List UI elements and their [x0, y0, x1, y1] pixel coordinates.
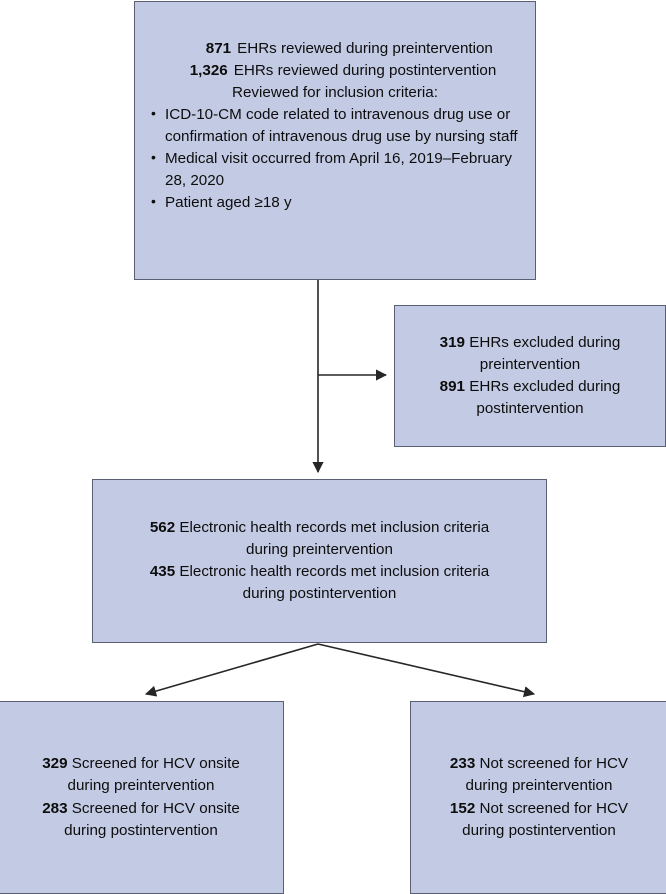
node-met-inclusion-criteria: 562 Electronic health records met inclus… — [92, 479, 547, 643]
excluded-text-2: EHRs excluded during — [469, 378, 621, 395]
included-line-0: 562 Electronic health records met inclus… — [93, 517, 546, 539]
included-text-0: Electronic health records met inclusion … — [179, 518, 490, 536]
notscreened-line-2: 152 Not screened for HCV — [411, 798, 666, 820]
screened-count-0: 329 — [42, 755, 68, 773]
review-text-0: EHRs reviewed during preintervention — [237, 40, 493, 57]
review-count-0: 871 — [205, 40, 232, 57]
excluded-line-1: preintervention — [479, 355, 581, 373]
review-subheading: Reviewed for inclusion criteria: — [232, 84, 438, 102]
notscreened-text-2: Not screened for HCV — [479, 799, 629, 817]
notscreened-line-0: 233 Not screened for HCV — [411, 753, 666, 775]
excluded-line-2: 891 EHRs excluded during — [395, 376, 665, 398]
review-text-1: EHRs reviewed during postintervention — [233, 62, 497, 80]
review-row-1: 1,326 EHRs reviewed during postintervent… — [135, 60, 535, 82]
excluded-line-3: postintervention — [476, 400, 584, 418]
excluded-text-0: EHRs excluded during — [469, 333, 621, 351]
review-count-1: 1,326 — [189, 62, 228, 80]
screened-line-0: 329 Screened for HCV onsite — [0, 753, 283, 775]
node-not-screened-for-hcv: 233 Not screened for HCV during preinter… — [410, 701, 666, 894]
node-ehrs-reviewed: 871 EHRs reviewed during preintervention… — [134, 1, 536, 280]
inclusion-criteria-list: ICD-10-CM code related to intravenous dr… — [135, 103, 535, 214]
excluded-line-0: 319 EHRs excluded during — [395, 332, 665, 354]
criteria-item-0: ICD-10-CM code related to intravenous dr… — [151, 103, 531, 148]
notscreened-line-3: during postintervention — [462, 821, 616, 839]
screened-line-3: during postintervention — [64, 821, 218, 839]
included-line-1: during preintervention — [246, 540, 393, 558]
included-line-3: during postintervention — [242, 585, 397, 603]
notscreened-text-0: Not screened for HCV — [479, 755, 629, 773]
node-screened-for-hcv-onsite: 329 Screened for HCV onsite during prein… — [0, 701, 284, 894]
notscreened-count-2: 152 — [449, 799, 476, 817]
included-text-2: Electronic health records met inclusion … — [179, 563, 490, 580]
connector-included-to-screened — [144, 643, 319, 697]
criteria-item-1: Medical visit occurred from April 16, 20… — [151, 147, 531, 192]
criteria-item-2: Patient aged ≥18 y — [151, 191, 531, 214]
screened-line-1: during preintervention — [67, 777, 215, 795]
review-row-0: 871 EHRs reviewed during preintervention — [135, 38, 535, 60]
node-ehrs-excluded: 319 EHRs excluded during preintervention… — [394, 305, 666, 447]
screened-line-2: 283 Screened for HCV onsite — [0, 798, 283, 820]
screened-text-2: Screened for HCV onsite — [71, 799, 240, 817]
screened-text-0: Screened for HCV onsite — [71, 755, 240, 773]
connector-included-to-notscreened — [317, 643, 536, 698]
notscreened-line-1: during preintervention — [465, 777, 613, 795]
notscreened-count-0: 233 — [449, 755, 476, 773]
excluded-count-2: 891 — [439, 378, 465, 395]
excluded-count-0: 319 — [439, 333, 465, 351]
screened-count-2: 283 — [42, 799, 68, 817]
included-count-2: 435 — [149, 563, 176, 580]
included-count-0: 562 — [149, 518, 176, 536]
included-line-2: 435 Electronic health records met inclus… — [93, 561, 546, 583]
